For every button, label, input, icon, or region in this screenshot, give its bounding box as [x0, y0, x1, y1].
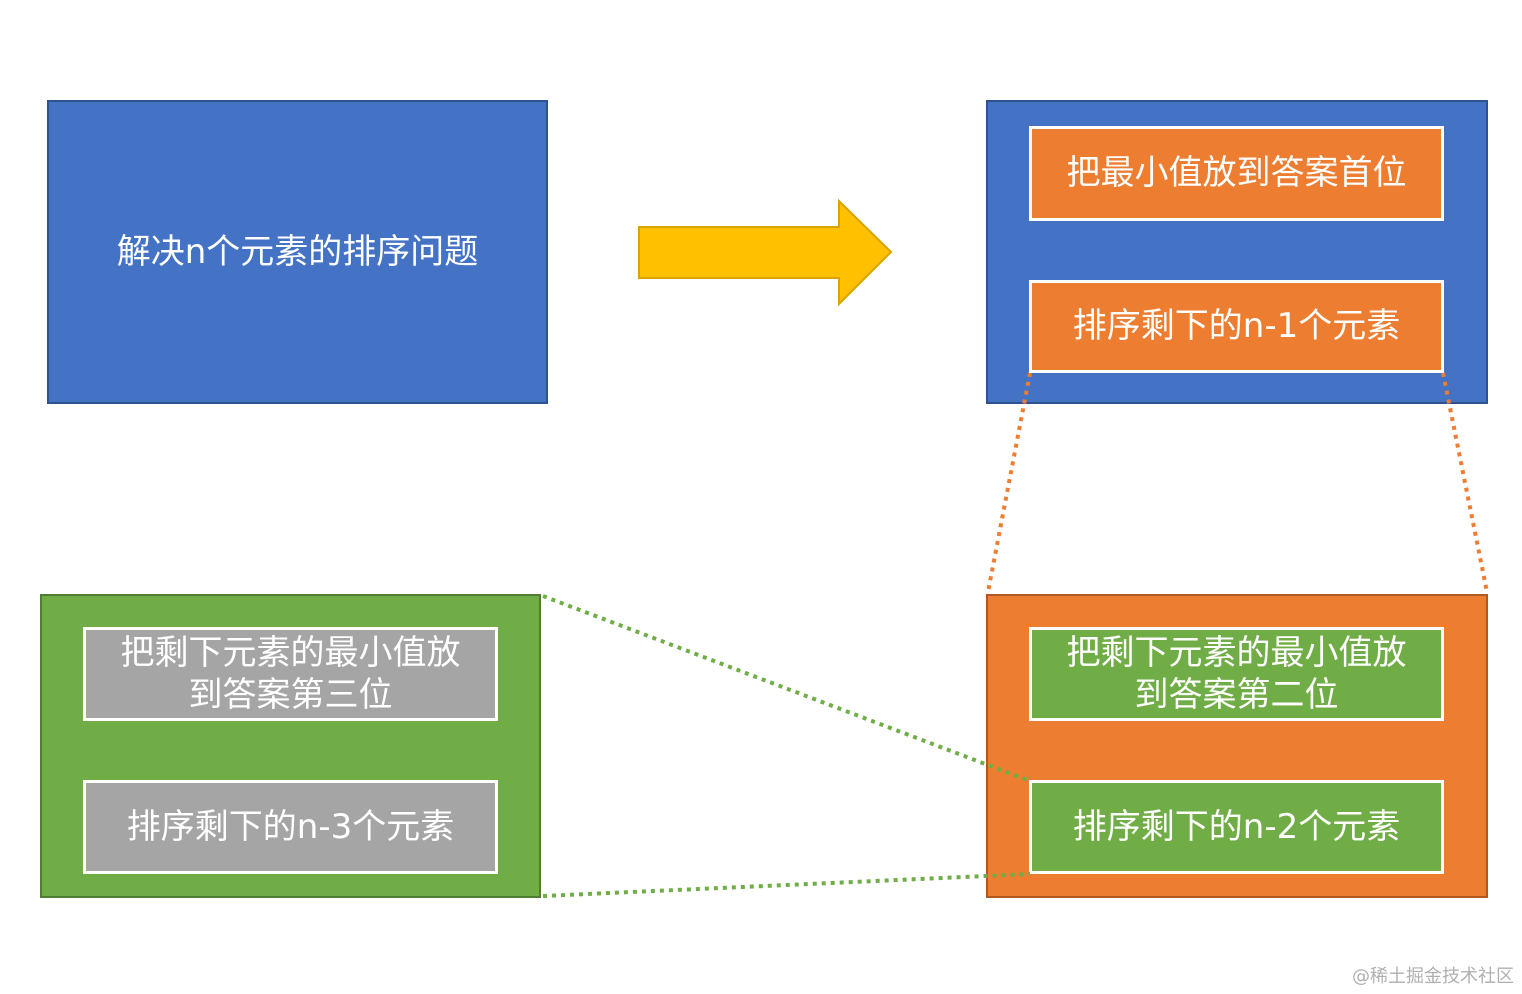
step3-sort-rest-label: 排序剩下的n-3个元素	[126, 806, 455, 847]
step2-sort-rest-box: 排序剩下的n-2个元素	[1029, 780, 1444, 874]
step2-put-min-label: 把剩下元素的最小值放 到答案第二位	[1066, 632, 1407, 716]
zoom-line-left-orange	[986, 372, 1032, 593]
problem-label: 解决n个元素的排序问题	[116, 231, 479, 272]
step1-put-min-label: 把最小值放到答案首位	[1066, 153, 1407, 194]
step3-sort-rest-box: 排序剩下的n-3个元素	[83, 780, 498, 874]
right-arrow-icon	[638, 198, 893, 307]
step3-put-min-label: 把剩下元素的最小值放 到答案第三位	[120, 632, 461, 716]
step1-put-min-box: 把最小值放到答案首位	[1029, 126, 1444, 221]
step1-sort-rest-label: 排序剩下的n-1个元素	[1072, 306, 1401, 347]
zoom-line-right-orange	[1441, 372, 1489, 593]
watermark: @稀土掘金技术社区	[1352, 966, 1514, 987]
step3-put-min-box: 把剩下元素的最小值放 到答案第三位	[83, 627, 498, 721]
step1-sort-rest-box: 排序剩下的n-1个元素	[1029, 280, 1444, 373]
zoom-line-top-green	[542, 594, 1031, 783]
problem-box: 解决n个元素的排序问题	[47, 100, 548, 404]
step2-sort-rest-label: 排序剩下的n-2个元素	[1072, 806, 1401, 847]
zoom-line-bottom-green	[542, 872, 1031, 898]
step2-put-min-box: 把剩下元素的最小值放 到答案第二位	[1029, 627, 1444, 721]
